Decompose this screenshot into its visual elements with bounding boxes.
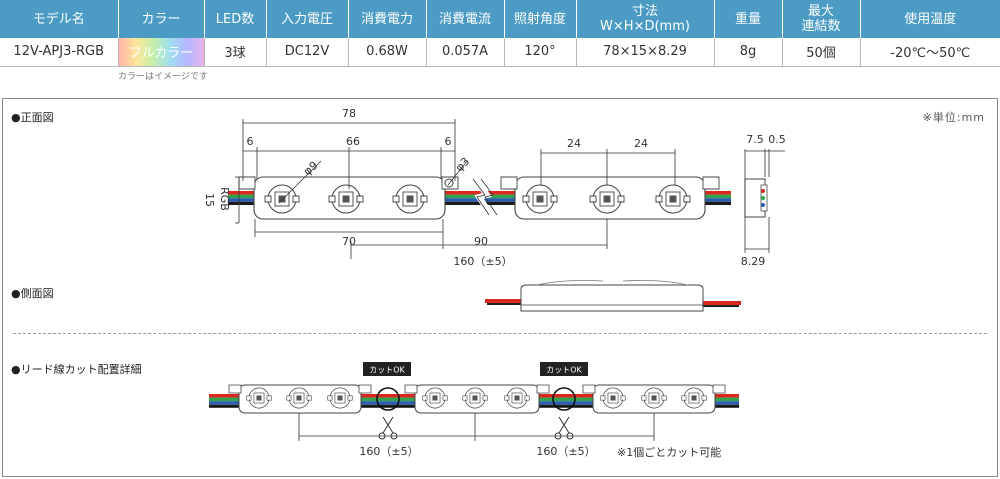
front-view-label: ●正面図 — [11, 111, 54, 124]
side-view-drawing — [485, 280, 741, 312]
value-beam-angle: 120° — [504, 38, 577, 67]
dim-total-width: 78 — [342, 107, 356, 120]
technical-drawing: RGB — [203, 107, 786, 459]
value-input-voltage: DC12V — [266, 38, 349, 67]
dim-phi3: φ3 — [453, 155, 472, 174]
cut-note: ※1個ごとカット可能 — [617, 445, 721, 459]
front-wires-left — [228, 191, 258, 205]
spec-data-row: 12V-APJ3-RGB フルカラー 3球 DC12V 0.68W 0.057A… — [0, 38, 1000, 67]
header-beam-angle: 照射角度 — [504, 0, 577, 38]
cut-point-2 — [552, 387, 576, 411]
header-weight: 重量 — [714, 0, 783, 38]
dim-right-margin: 6 — [445, 135, 452, 148]
dim-span-160: 160（±5） — [453, 255, 512, 268]
front-view-drawing: RGB — [203, 107, 731, 268]
color-note: カラーはイメージです — [118, 72, 208, 82]
value-max-connections: 50個 — [782, 38, 861, 67]
value-power: 0.68W — [348, 38, 427, 67]
dim-depth-total: 8.29 — [741, 255, 766, 268]
header-input-voltage: 入力電圧 — [266, 0, 349, 38]
dim-height: 15 — [203, 193, 216, 207]
dim-depth-b: 0.5 — [768, 133, 786, 146]
header-color: カラー — [118, 0, 205, 38]
header-power: 消費電力 — [348, 0, 427, 38]
header-led-count: LED数 — [204, 0, 267, 38]
lead-cut-drawing: カットOK カットOK 1 — [209, 362, 739, 459]
dim-depth-a: 7.5 — [746, 133, 764, 146]
value-led-count: 3球 — [204, 38, 267, 67]
dim-led-pitch: 66 — [346, 135, 360, 148]
header-model: モデル名 — [0, 0, 119, 38]
value-temperature: -20℃～50℃ — [860, 38, 1000, 67]
front-wires-right — [703, 191, 731, 205]
wire-rgb-label: RGB — [218, 187, 231, 211]
dim-pitch-b: 24 — [634, 137, 648, 150]
value-color: フルカラー — [118, 38, 205, 67]
cut-span-2: 160（±5） — [536, 445, 595, 458]
dim-left-margin: 6 — [247, 135, 254, 148]
value-dimensions: 78×15×8.29 — [576, 38, 715, 67]
cut-ok-badge-1: カットOK — [369, 366, 405, 375]
cut-span-1: 160（±5） — [359, 445, 418, 458]
drawing-panel: ●正面図 ※単位:mm ●側面図 ●リード線カット配置詳細 — [2, 98, 998, 477]
dim-phi9: φ9 — [301, 159, 320, 178]
value-weight: 8g — [714, 38, 783, 67]
end-view-drawing: 7.5 0.5 8.29 — [741, 133, 786, 268]
section-divider — [13, 333, 987, 334]
value-model: 12V-APJ3-RGB — [0, 38, 119, 67]
header-max-connections: 最大連結数 — [782, 0, 861, 38]
header-temperature: 使用温度 — [860, 0, 1000, 38]
dim-span-70: 70 — [342, 235, 356, 248]
lead-cut-label: ●リード線カット配置詳細 — [11, 363, 142, 376]
dim-pitch-a: 24 — [567, 137, 581, 150]
dim-span-90: 90 — [474, 235, 488, 248]
header-current: 消費電流 — [426, 0, 505, 38]
unit-note: ※単位:mm — [922, 111, 985, 124]
value-current: 0.057A — [426, 38, 505, 67]
side-view-label: ●側面図 — [11, 287, 54, 300]
cut-point-1 — [376, 387, 400, 411]
cut-ok-badge-2: カットOK — [546, 366, 582, 375]
